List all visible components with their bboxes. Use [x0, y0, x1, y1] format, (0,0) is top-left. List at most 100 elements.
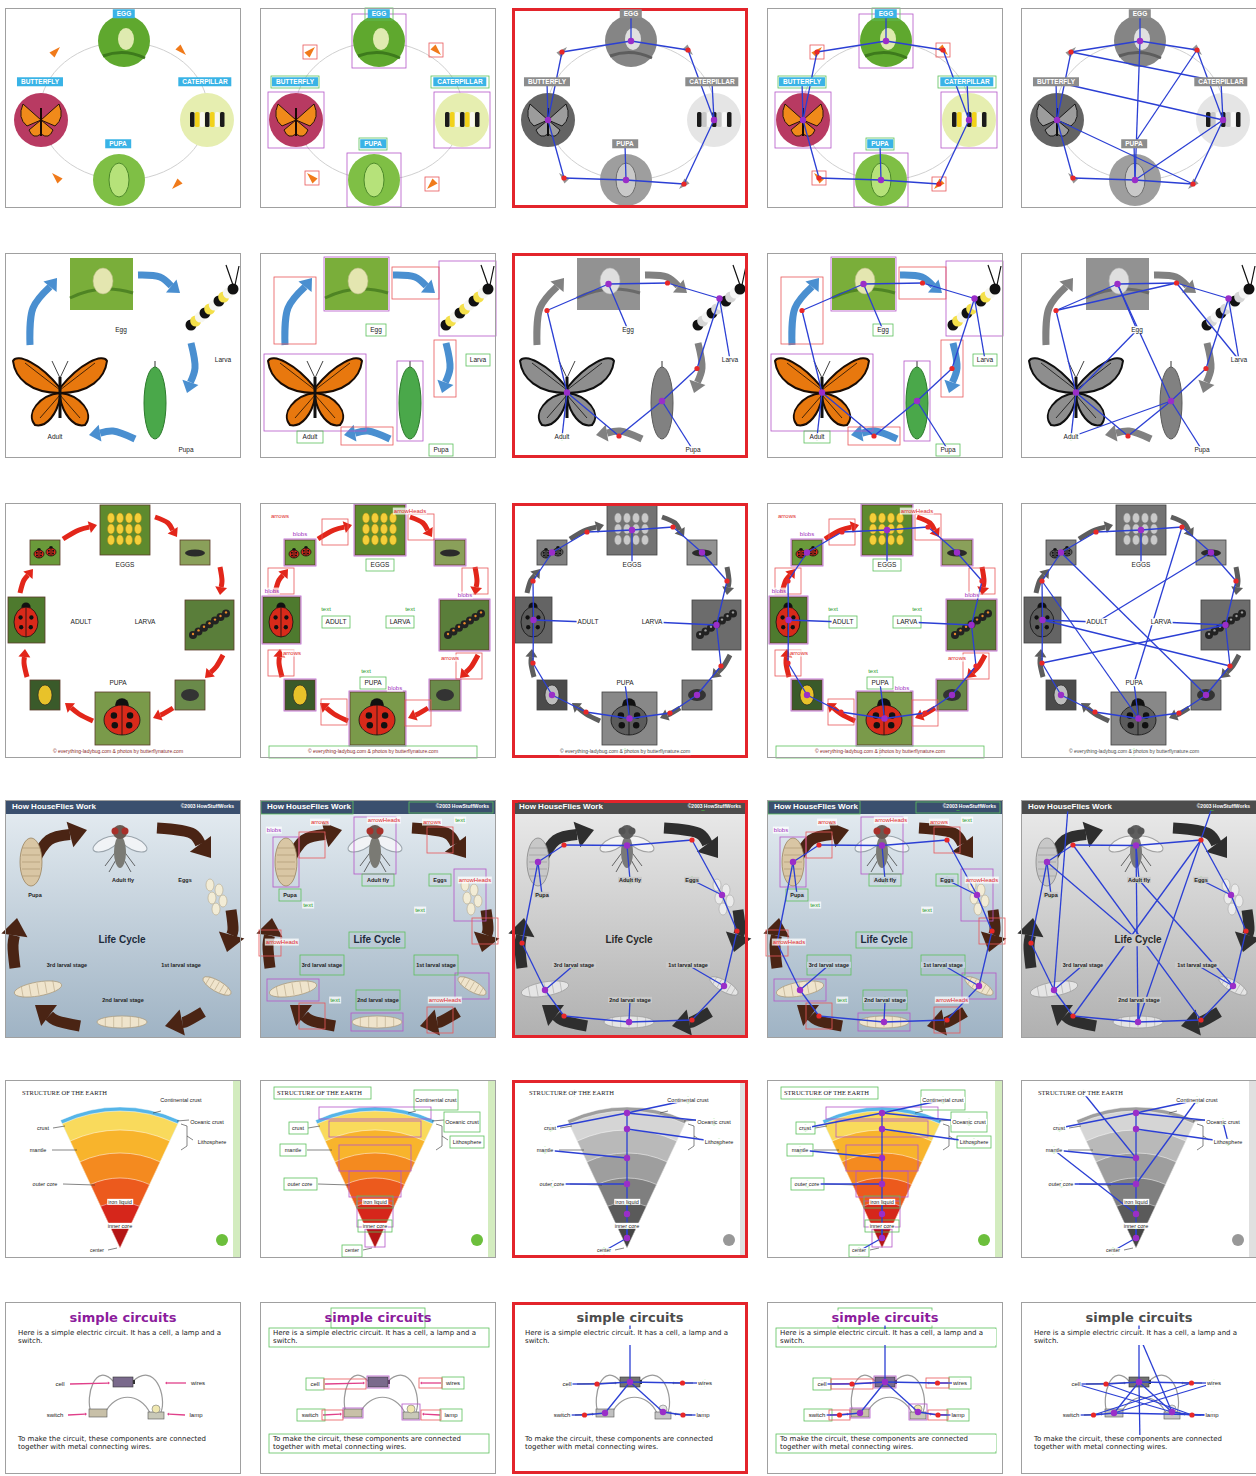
egg: [372, 524, 379, 534]
graph-edge: [788, 553, 807, 582]
graph-edge: [1054, 990, 1073, 1016]
larva-spot: [981, 615, 983, 617]
annotation-box: [774, 979, 826, 1001]
earth-layer: [345, 1178, 404, 1248]
stage-label: Adult: [1063, 433, 1080, 440]
cycle-arrowhead: [172, 178, 183, 189]
egg: [624, 535, 631, 545]
caterpillar-stripe: [450, 112, 455, 127]
panel-ground: [767, 1080, 1003, 1258]
larva-segment: [53, 980, 55, 992]
annotation-box: [806, 1003, 832, 1029]
ladybug: [104, 705, 140, 735]
graph-edge: [724, 931, 737, 986]
caterpillar-stripe: [977, 112, 982, 127]
graph-edge: [1211, 553, 1236, 582]
earth-layer: [317, 1111, 433, 1248]
earth-layer: [101, 1202, 140, 1248]
stage-label: CATERPILLAR: [1194, 77, 1247, 86]
arrow-head: [153, 709, 163, 720]
annotation-box: [936, 43, 950, 57]
larva-segment: [45, 982, 47, 994]
egg: [126, 535, 133, 545]
cell-terminal: [133, 1380, 135, 1384]
ladybug-spot: [291, 554, 293, 556]
cycle-arrow: [697, 343, 702, 382]
stage-label: PUPA: [612, 139, 638, 148]
caterpillar-stripe: [215, 112, 220, 127]
caterpillar-photo: [687, 93, 741, 147]
annotation-box: [300, 955, 344, 975]
ladybug-photo: [792, 540, 822, 565]
graph-edge: [538, 845, 564, 862]
ladybug: [301, 548, 311, 556]
ladybug-spot: [274, 625, 278, 629]
pupa-photo: [348, 154, 400, 206]
graph-edge: [722, 895, 737, 931]
stage-label: BUTTERFLY: [779, 77, 825, 86]
pupa-photo: [93, 154, 145, 206]
graph-vertex: [1203, 692, 1209, 698]
stage-label: ADULT: [70, 618, 93, 625]
graph-edge: [1177, 283, 1229, 299]
fly-eye: [122, 828, 129, 835]
graph-vertex: [689, 1017, 694, 1022]
graph-vertex: [628, 38, 634, 44]
credit-line: © everything-ladybug.com & photos by but…: [559, 749, 691, 755]
larva: [707, 973, 740, 999]
panel-ground: [260, 253, 496, 458]
annotation-box: [264, 354, 366, 431]
earth-layer: [1076, 1107, 1195, 1248]
graph-edge: [1061, 695, 1095, 712]
wing-vein: [25, 363, 95, 418]
graph-vertex: [1190, 181, 1195, 186]
larva-segment: [360, 1017, 361, 1027]
graph-edge: [1135, 1129, 1136, 1158]
graph-vertex: [816, 1013, 821, 1018]
annotation-box: [269, 746, 477, 758]
arrow-head: [85, 1413, 87, 1416]
annotation-box: [439, 261, 496, 336]
larva: [692, 550, 712, 557]
graph-edge: [1057, 120, 1193, 184]
annotation-tag: arrows: [777, 513, 797, 520]
ladybug-spot: [1045, 615, 1049, 619]
pupa-ring: [529, 855, 547, 856]
annotation-box: [351, 1013, 403, 1031]
earth-layer: [567, 1107, 686, 1248]
graph-vertex: [549, 692, 555, 698]
larva-segment: [1238, 609, 1246, 617]
cycle-arrow: [355, 431, 390, 439]
annotation-box: [429, 679, 461, 711]
graph-vertex: [1103, 1381, 1108, 1386]
annotation-tag: blobs: [264, 588, 280, 595]
caterpillar-stripe: [465, 112, 470, 127]
graph-vertex: [670, 524, 675, 529]
annotation-box: [341, 427, 393, 445]
graph-edge: [552, 695, 586, 712]
annotation-box: [856, 932, 912, 948]
graph-edge: [1042, 663, 1061, 695]
pupa-photo: [1046, 680, 1076, 710]
fly-eye: [377, 828, 384, 835]
graph-vertex: [624, 1211, 630, 1217]
wire: [344, 1375, 417, 1413]
cycle-arrow: [792, 287, 812, 345]
larva: [1029, 978, 1079, 1000]
larva-spot: [447, 633, 449, 635]
panel-illustration: [767, 253, 1003, 458]
chrysalis-stem: [155, 361, 156, 367]
ladybug-spot: [112, 722, 118, 728]
annotation-box: [268, 92, 324, 148]
cycle-arrow: [138, 275, 171, 286]
stage-label: ADULT: [325, 618, 348, 625]
ladybug-spot: [284, 625, 288, 629]
stage-label: CATERPILLAR: [433, 77, 486, 86]
graph-edge: [977, 895, 992, 931]
panel-ground: [512, 1302, 748, 1474]
graph-vertex: [629, 527, 635, 533]
caterpillar-stripe: [722, 112, 727, 127]
graph-edge: [886, 530, 887, 565]
arrow-head: [445, 836, 466, 858]
egg: [117, 513, 124, 523]
